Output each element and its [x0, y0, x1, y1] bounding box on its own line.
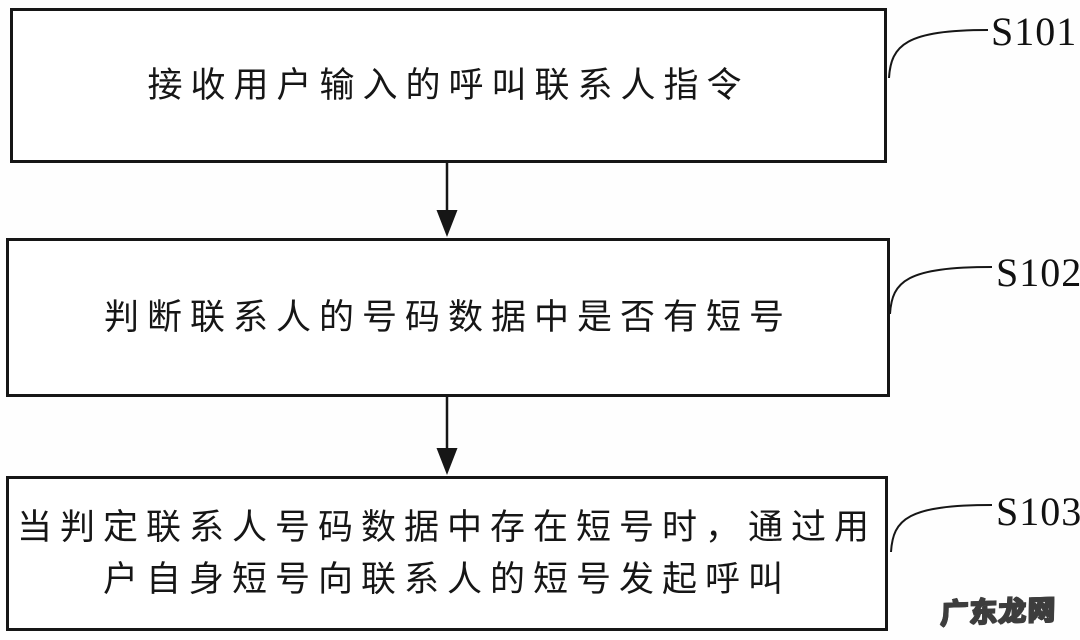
- leader-curve-s101: [888, 29, 989, 79]
- step-label-s103: S103: [996, 489, 1080, 534]
- step-label-s101: S101: [991, 9, 1078, 54]
- down-arrow-head-icon-2: [436, 448, 458, 475]
- flow-step-text-s102: 判断联系人的号码数据中是否有短号: [103, 297, 792, 338]
- leader-curve-s102: [889, 266, 993, 315]
- flow-step-box-s101: 接收用户输入的呼叫联系人指令: [10, 8, 887, 163]
- leader-curve-s103: [890, 504, 993, 553]
- flow-step-text-s101: 接收用户输入的呼叫联系人指令: [147, 65, 750, 106]
- flow-step-box-s102: 判断联系人的号码数据中是否有短号: [6, 238, 890, 397]
- watermark: 广东龙网: [940, 594, 1059, 631]
- flow-step-text-s103-line1: 当判定联系人号码数据中存在短号时，通过用: [16, 507, 877, 548]
- flow-step-box-s103: 当判定联系人号码数据中存在短号时，通过用 户自身短号向联系人的短号发起呼叫: [6, 476, 888, 631]
- flow-step-text-s103-line2: 户自身短号向联系人的短号发起呼叫: [102, 559, 791, 600]
- down-arrow-head-icon-1: [436, 210, 458, 237]
- step-label-s102: S102: [996, 250, 1080, 295]
